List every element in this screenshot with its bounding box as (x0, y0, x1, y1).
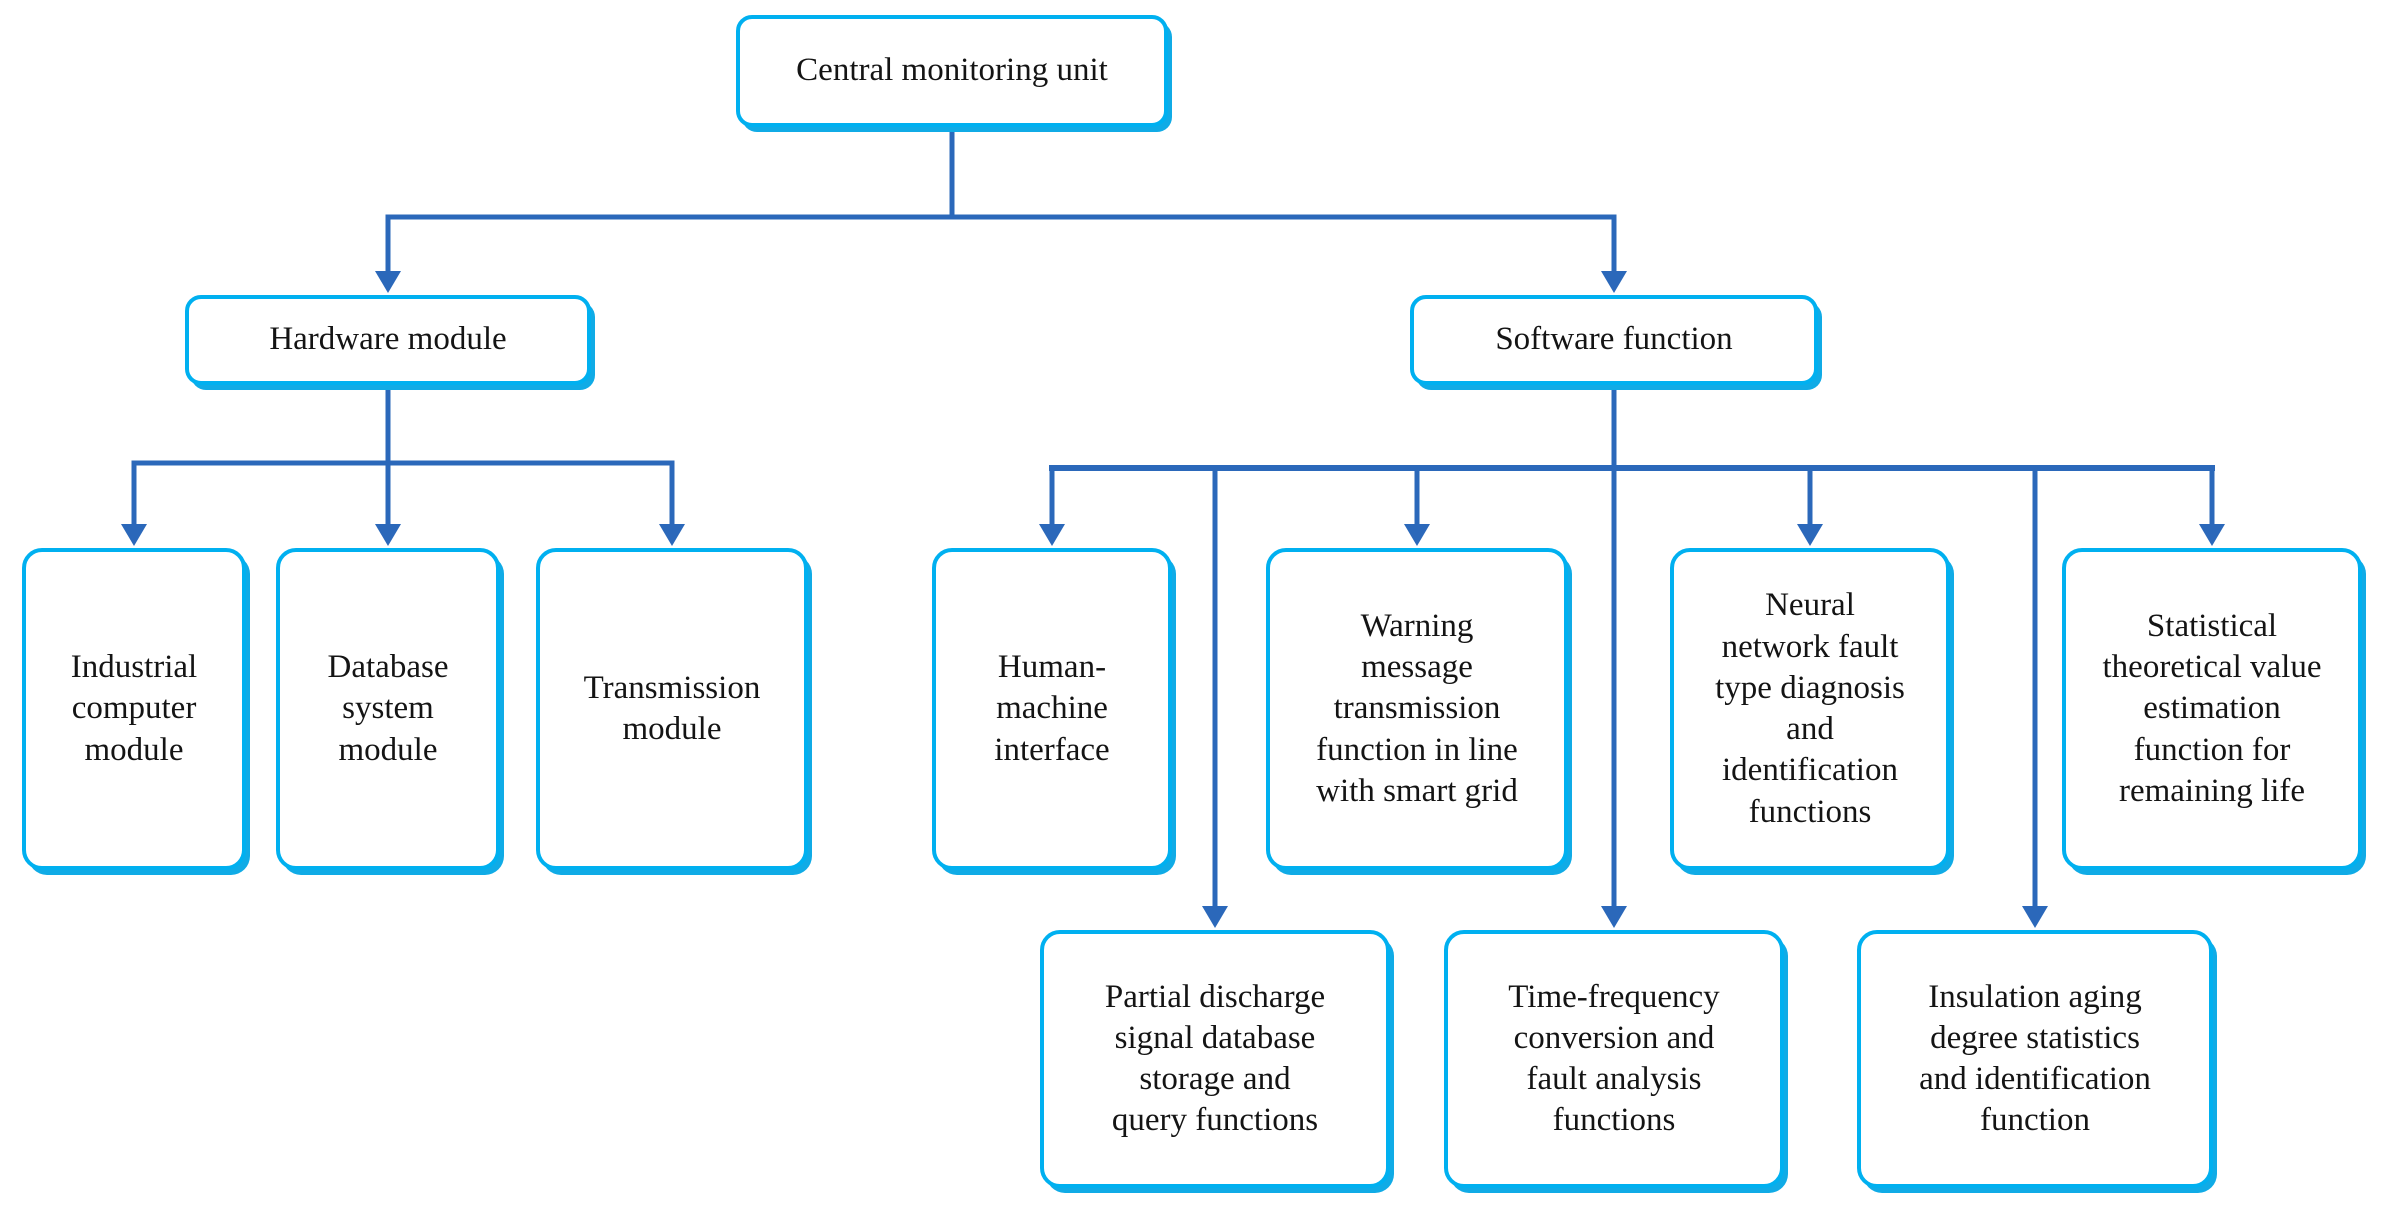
arrowhead-timefreq (1601, 906, 1627, 928)
node-label: Industrial computer module (70, 649, 198, 768)
node-label: Software function (1495, 321, 1733, 358)
node-label: Time-frequency conversion and fault anal… (1508, 978, 1720, 1139)
arrowhead-hardware (375, 271, 401, 293)
node-partial-discharge-database: Partial discharge signal database storag… (1040, 930, 1390, 1188)
node-time-frequency-conversion: Time-frequency conversion and fault anal… (1444, 930, 1784, 1188)
node-label: Neural network fault type diagnosis and … (1715, 587, 1905, 830)
node-statistical-remaining-life: Statistical theoretical value estimation… (2062, 548, 2362, 870)
node-transmission-module: Transmission module (536, 548, 808, 870)
node-label: Central monitoring unit (796, 52, 1108, 89)
node-label: Transmission module (583, 669, 761, 747)
node-label: Hardware module (269, 321, 507, 358)
arrowhead-insulation (2022, 906, 2048, 928)
node-label: Warning message transmission function in… (1316, 607, 1518, 809)
arrowhead-transmission (659, 524, 685, 546)
node-label: Statistical theoretical value estimation… (2102, 607, 2322, 809)
node-industrial-computer-module: Industrial computer module (22, 548, 246, 870)
arrowhead-hmi (1039, 524, 1065, 546)
node-warning-message-transmission: Warning message transmission function in… (1266, 548, 1568, 870)
node-central-monitoring-unit: Central monitoring unit (736, 15, 1168, 127)
node-label: Insulation aging degree statistics and i… (1919, 978, 2151, 1139)
node-insulation-aging-statistics: Insulation aging degree statistics and i… (1857, 930, 2213, 1188)
arrowhead-warning (1404, 524, 1430, 546)
node-neural-network-fault-diagnosis: Neural network fault type diagnosis and … (1670, 548, 1950, 870)
arrowhead-neural (1797, 524, 1823, 546)
node-label: Database system module (327, 649, 449, 768)
arrowhead-statistical (2199, 524, 2225, 546)
arrowhead-database (375, 524, 401, 546)
node-label: Human- machine interface (994, 649, 1110, 768)
arrowhead-software (1601, 271, 1627, 293)
node-hardware-module: Hardware module (185, 295, 591, 385)
node-database-system-module: Database system module (276, 548, 500, 870)
node-label: Partial discharge signal database storag… (1104, 978, 1326, 1139)
node-human-machine-interface: Human- machine interface (932, 548, 1172, 870)
arrowhead-partial (1202, 906, 1228, 928)
node-software-function: Software function (1410, 295, 1818, 385)
arrowhead-industrial (121, 524, 147, 546)
